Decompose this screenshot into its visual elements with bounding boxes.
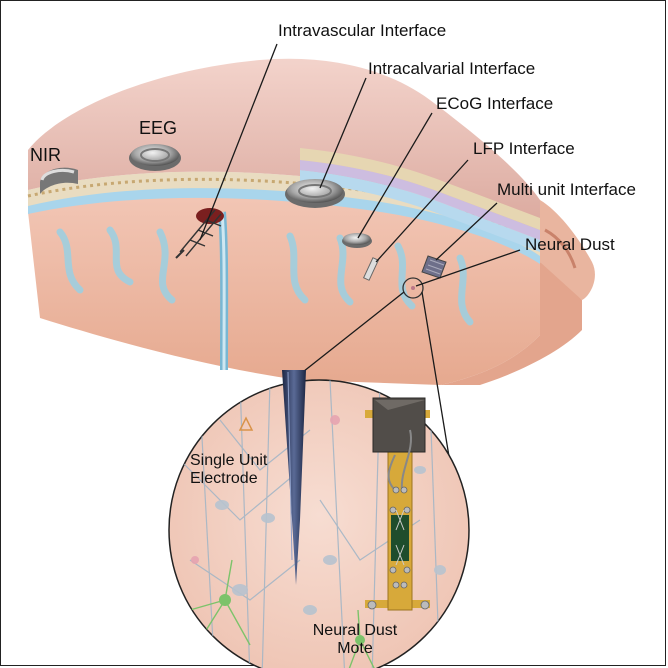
eeg-electrode <box>129 144 181 171</box>
neural-dust-mote-label: Neural Dust Mote <box>300 622 410 657</box>
single-unit-label-line2: Electrode <box>190 470 267 488</box>
ecog-electrode <box>342 233 372 248</box>
intracalvarial-electrode <box>285 179 345 208</box>
single-unit-label-line1: Single Unit <box>190 452 267 470</box>
intracalvarial-interface-label: Intracalvarial Interface <box>368 60 535 77</box>
nir-label: NIR <box>30 146 61 164</box>
intravascular-interface-label: Intravascular Interface <box>278 22 446 39</box>
mote-label-line1: Neural Dust <box>300 622 410 640</box>
eeg-label: EEG <box>139 119 177 137</box>
multi-unit-interface-label: Multi unit Interface <box>497 181 636 198</box>
lfp-interface-label: LFP Interface <box>473 140 575 157</box>
neural-dust-label: Neural Dust <box>525 236 615 253</box>
single-unit-electrode-label: Single Unit Electrode <box>190 452 267 487</box>
ecog-interface-label: ECoG Interface <box>436 95 553 112</box>
mote-label-line2: Mote <box>300 640 410 658</box>
